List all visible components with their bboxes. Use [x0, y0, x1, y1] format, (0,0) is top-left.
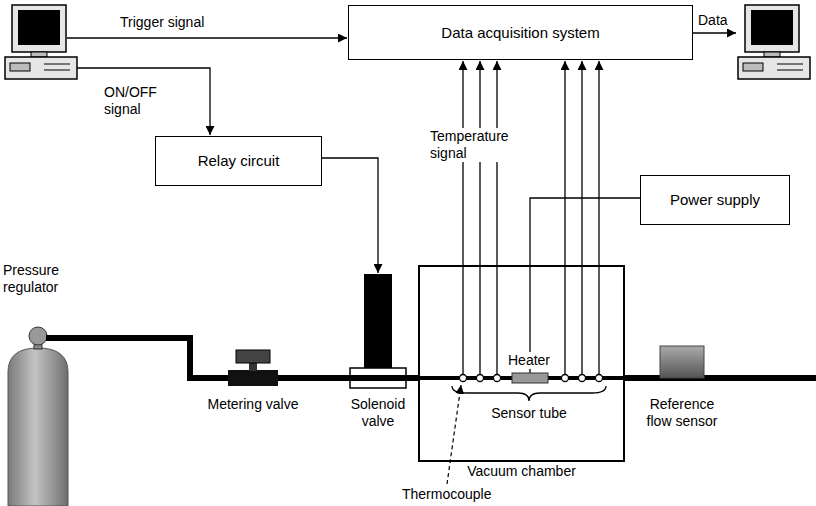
part-name: Sensor tube [491, 405, 567, 422]
signal-name: Trigger signal [120, 14, 204, 31]
signal-wires [67, 33, 736, 374]
temperature-wire [462, 61, 463, 374]
region-label: Vacuum chamber [380, 463, 663, 480]
signal-name: Data [698, 12, 728, 29]
process-box: Relay circuit [155, 136, 322, 186]
part-name: Metering valve [207, 396, 298, 413]
process-box: Data acquisition system [348, 5, 693, 60]
solenoid-coil [364, 274, 392, 368]
box-label: Data acquisition system [441, 24, 599, 42]
relay-wire [322, 158, 378, 273]
trigger-wire [67, 37, 347, 38]
thermocouple-junctions [460, 375, 603, 382]
temperature-wire [581, 61, 582, 374]
temperature-wire [564, 61, 565, 374]
heater [512, 373, 548, 383]
part-name: Thermocouple [402, 486, 492, 503]
temperature-wire [479, 61, 480, 374]
temperature-wire [496, 61, 497, 374]
data-wire [693, 32, 736, 33]
box-label: Power supply [670, 191, 760, 209]
computer-icon [5, 5, 77, 79]
part-name: Solenoid valve [345, 396, 411, 430]
box-label: Relay circuit [198, 152, 280, 170]
part-name: Reference flow sensor [637, 396, 727, 430]
temperature-wire [598, 61, 599, 374]
flow-sensor [660, 346, 704, 378]
metering-valve [228, 350, 278, 386]
regulator-symbol [29, 327, 47, 345]
computer-icon [738, 5, 810, 79]
onoff-wire [77, 68, 210, 135]
part-name: Heater [506, 352, 552, 369]
process-box: Power supply [640, 175, 790, 225]
leader-line [447, 385, 461, 484]
signal-name: ON/OFF signal [104, 84, 176, 118]
part-name: Pressure regulator [3, 262, 83, 296]
bracket [452, 386, 606, 401]
gas-cylinder [8, 327, 68, 506]
gas-pipe [625, 375, 816, 381]
signal-name: Temperature signal [428, 128, 524, 162]
